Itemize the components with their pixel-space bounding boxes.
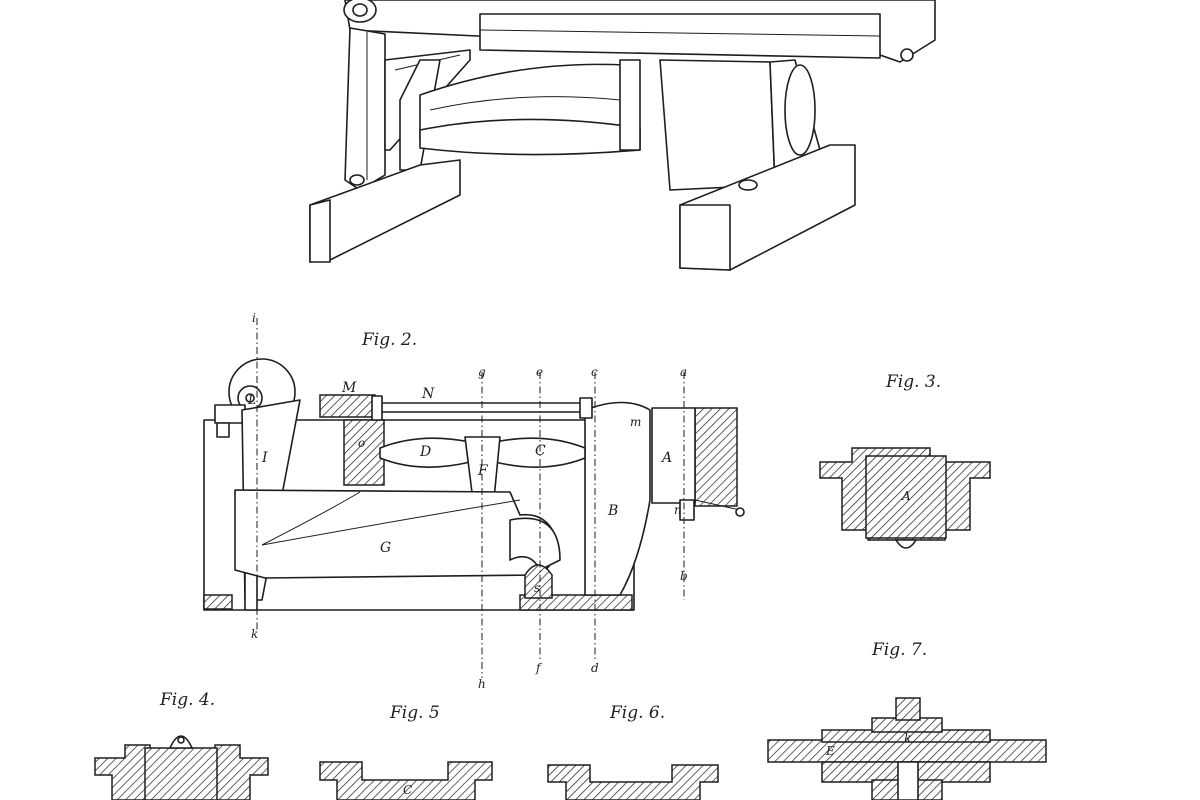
line-letter-f: f — [535, 661, 543, 675]
part-letter-M: M — [341, 380, 357, 396]
figure-5-section: Fig. 5 C — [319, 703, 493, 800]
line-letter-i: i — [252, 311, 256, 325]
fig3-letter-A: A — [901, 489, 911, 503]
part-letter-I: I — [261, 450, 268, 466]
line-letter-h: h — [478, 677, 486, 691]
line-letter-c: c — [591, 365, 598, 379]
part-letter-N: N — [421, 386, 435, 402]
fig7-title: Fig. 7. — [871, 640, 927, 660]
fig7-letter-E: E — [825, 744, 835, 758]
line-letter-d: d — [591, 661, 599, 675]
part-letter-D: D — [419, 444, 431, 460]
line-letter-b: b — [680, 569, 688, 583]
fig5-letter-C: C — [403, 783, 412, 797]
part-letter-A: A — [660, 450, 672, 466]
line-letter-k: k — [251, 627, 258, 641]
figure-7-section: Fig. 7. E k — [767, 640, 1047, 800]
figure-3-section: Fig. 3. A — [819, 372, 991, 549]
fig3-title: Fig. 3. — [885, 372, 941, 392]
part-letter-s: s — [534, 581, 540, 595]
figure-2-side-section: Fig. 2. — [203, 311, 745, 691]
line-letter-g: g — [478, 365, 486, 379]
part-letter-C: C — [535, 443, 546, 459]
fig2-title: Fig. 2. — [361, 330, 417, 350]
part-letter-F: F — [477, 463, 489, 479]
line-letter-a: a — [680, 365, 687, 379]
figure-6-section: Fig. 6. — [547, 703, 719, 800]
part-letter-m: m — [630, 415, 641, 429]
line-letter-e: e — [536, 365, 543, 379]
fig5-title: Fig. 5 — [389, 703, 440, 723]
part-letter-n: n — [674, 503, 682, 517]
part-letter-G: G — [380, 540, 391, 556]
fig4-title: Fig. 4. — [159, 690, 215, 710]
fig7-letter-k: k — [904, 731, 911, 745]
figure-1-perspective-view — [309, 0, 936, 271]
fig6-title: Fig. 6. — [609, 703, 665, 723]
part-letter-B: B — [607, 503, 618, 519]
figure-4-section: Fig. 4. — [94, 690, 269, 800]
part-letter-o: o — [358, 436, 365, 450]
part-letter-L: L — [247, 393, 256, 407]
